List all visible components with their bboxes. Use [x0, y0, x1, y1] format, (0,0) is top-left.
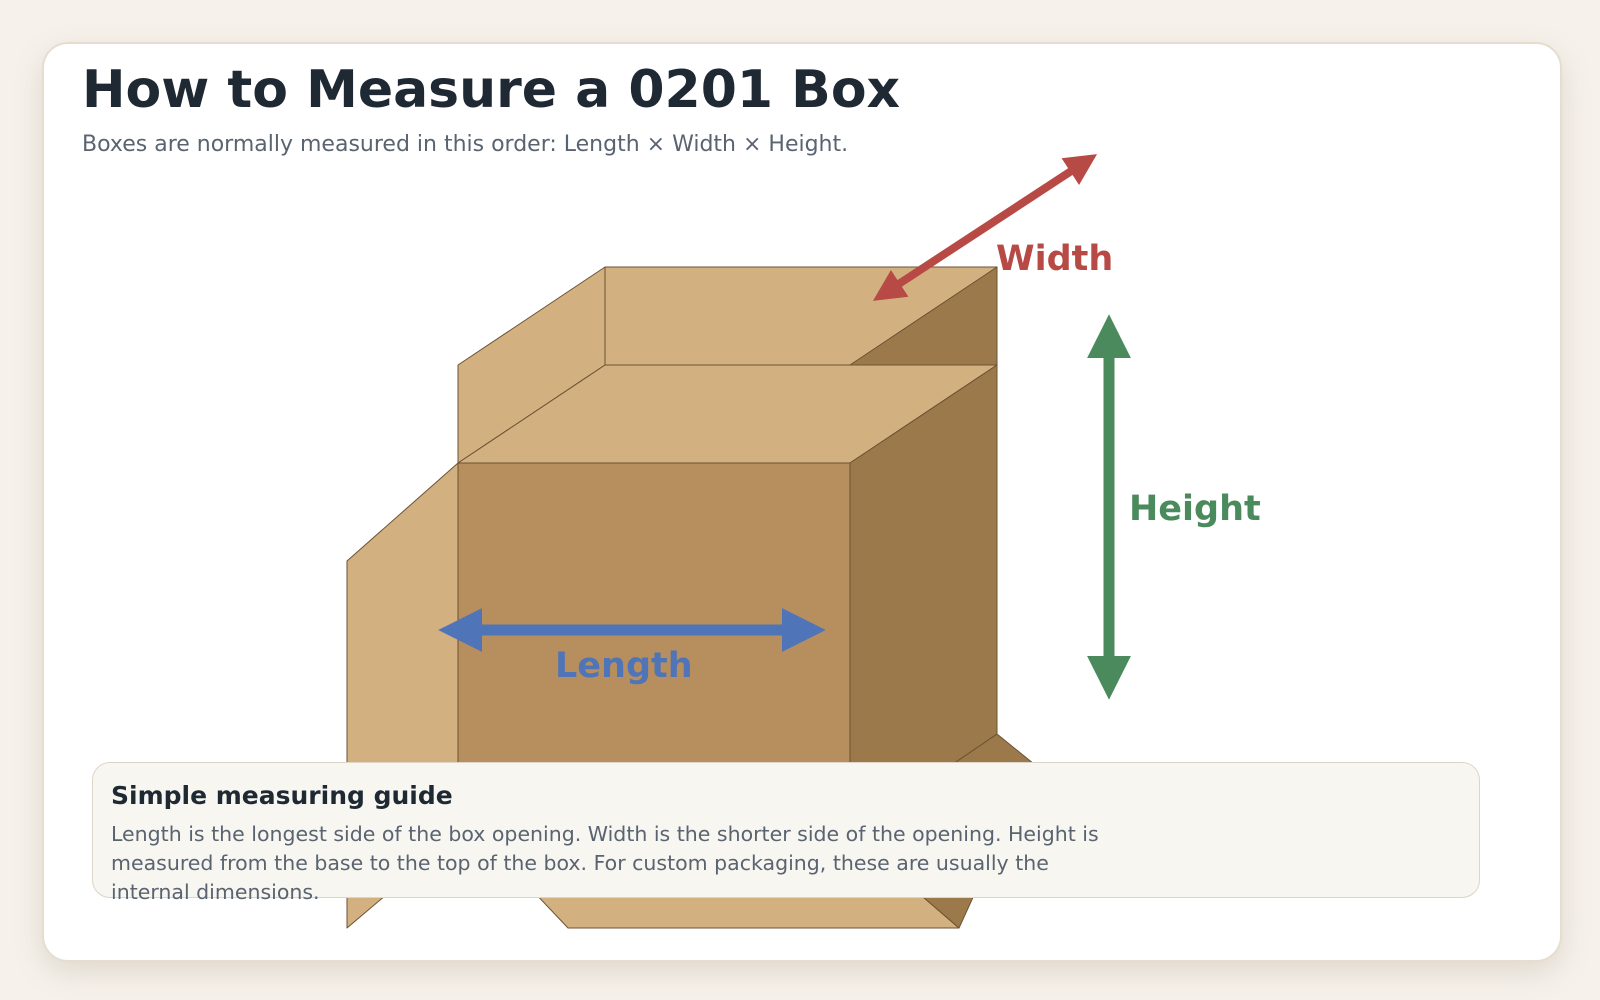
- page-subtitle: Boxes are normally measured in this orde…: [82, 132, 849, 157]
- guide-card: How to Measure a 0201 Box Boxes are norm…: [42, 42, 1562, 962]
- guide-title: Simple measuring guide: [111, 781, 453, 810]
- page-title: How to Measure a 0201 Box: [82, 60, 901, 120]
- width-arrow: [872, 154, 1098, 301]
- length-label: Length: [555, 646, 693, 686]
- height-label: Height: [1129, 489, 1261, 529]
- measuring-guide-panel: Simple measuring guide Length is the lon…: [92, 762, 1480, 904]
- box-diagram: Length Width Height: [346, 154, 1261, 929]
- guide-text: Length is the longest side of the box op…: [111, 822, 1099, 904]
- width-label: Width: [996, 239, 1113, 279]
